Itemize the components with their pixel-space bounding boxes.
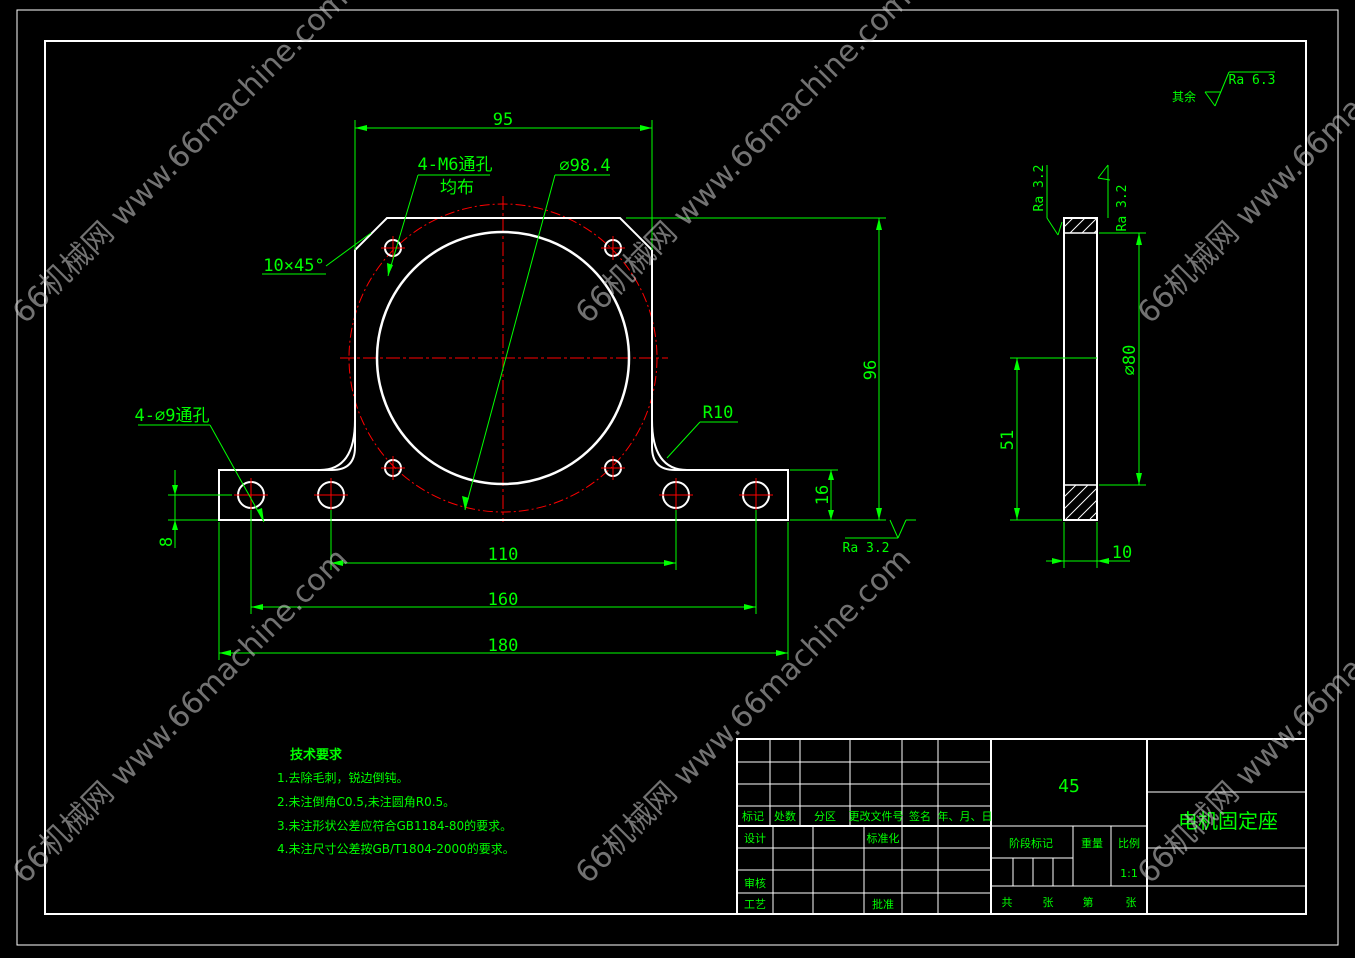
tech-requirement-item: 3.未注形状公差应符合GB1184-80的要求。 xyxy=(277,818,512,833)
watermark-text: 66机械网 www.66machine.com xyxy=(6,0,355,331)
main-bore xyxy=(375,230,631,486)
dim-chamfer: 10×45° xyxy=(263,256,324,276)
tech-requirement-item: 1.去除毛刺，锐边倒钝。 xyxy=(277,770,408,785)
tech-requirement-item: 4.未注尺寸公差按GB/T1804-2000的要求。 xyxy=(277,841,515,856)
side-view: ⌀80 51 10 Ra 3.2 Ra 3.2 其余 Ra 6.3 xyxy=(998,71,1276,568)
right-fillet xyxy=(651,419,688,471)
dim-16: 16 xyxy=(813,485,833,505)
dim-95: 95 xyxy=(493,110,513,130)
title-block-review: 审核 xyxy=(744,876,766,890)
title-block-part-name: 电机固定座 xyxy=(1178,809,1278,833)
roughness-general-prefix: 其余 xyxy=(1172,89,1196,104)
watermark-text: 66机械网 www.66machine.com xyxy=(569,0,918,331)
dim-d9-holes: 4-⌀9通孔 xyxy=(135,406,210,426)
tech-requirements-title: 技术要求 xyxy=(290,747,343,763)
title-block-process: 工艺 xyxy=(744,898,766,911)
dim-51: 51 xyxy=(998,430,1018,450)
watermark-text: 66机械网 www.66machine.com xyxy=(1131,541,1355,890)
m6-holes xyxy=(381,236,625,480)
watermarks: 66机械网 www.66machine.com 66机械网 www.66mach… xyxy=(6,0,1355,891)
title-block-approve: 批准 xyxy=(872,897,894,911)
dim-dia-98-4: ⌀98.4 xyxy=(559,156,610,176)
left-fillet xyxy=(319,419,356,471)
sheet-inner-border xyxy=(44,40,1307,915)
title-block-material: 45 xyxy=(1058,776,1080,797)
title-block-scale-value: 1:1 xyxy=(1120,867,1138,880)
front-view: 95 4-M6通孔 均布 ⌀98.4 10×45° 4-⌀9通孔 R10 96 … xyxy=(135,110,916,660)
title-block-grid xyxy=(736,738,1307,915)
title-block-header-date: 年、月、日 xyxy=(938,809,993,823)
dim-110: 110 xyxy=(488,545,519,565)
dim-m6-holes-line2: 均布 xyxy=(440,178,474,198)
dim-160: 160 xyxy=(488,590,519,610)
dim-r10: R10 xyxy=(703,403,734,423)
side-hatching xyxy=(1063,217,1098,520)
side-dimension-lines xyxy=(1010,71,1275,568)
title-block-header-mark: 标记 xyxy=(742,809,764,823)
title-block-stage-mark: 阶段标记 xyxy=(1009,836,1053,850)
tech-requirements: 技术要求 1.去除毛刺，锐边倒钝。 2.未注倒角C0.5,未注圆角R0.5。 3… xyxy=(277,747,515,856)
roughness-ra32-side-right: Ra 3.2 xyxy=(1115,185,1130,232)
side-outline xyxy=(1063,217,1098,521)
title-block-header-signature: 签名 xyxy=(909,809,931,823)
title-block-weight: 重量 xyxy=(1081,836,1103,850)
d9-holes xyxy=(234,478,773,512)
watermark-text: 66机械网 www.66machine.com xyxy=(1131,0,1355,331)
title-block-header-zone: 分区 xyxy=(814,810,836,823)
title-block-header-count: 处数 xyxy=(774,810,796,823)
roughness-general-value: Ra 6.3 xyxy=(1229,73,1276,88)
sheet-outer-border xyxy=(16,9,1339,946)
title-block-scale: 比例 xyxy=(1118,836,1140,850)
front-dimension-lines xyxy=(138,120,916,660)
dim-10: 10 xyxy=(1112,543,1132,563)
title-block-sheet-no: 第 xyxy=(1083,895,1094,909)
title-block-sheets-unit-1: 张 xyxy=(1043,896,1054,909)
roughness-ra32-side-left: Ra 3.2 xyxy=(1032,165,1047,212)
title-block-header-change-doc: 更改文件号 xyxy=(849,809,904,823)
front-arrowheads xyxy=(172,125,882,656)
title-block-design: 设计 xyxy=(744,832,766,845)
title-block: 45 电机固定座 标记 处数 分区 更改文件号 签名 年、月、日 设计 标准化 … xyxy=(736,738,1307,915)
side-arrowheads xyxy=(1014,233,1142,564)
dim-m6-holes-line1: 4-M6通孔 xyxy=(418,155,493,175)
dim-96: 96 xyxy=(861,360,881,380)
title-block-standardization: 标准化 xyxy=(867,831,900,845)
title-block-sheets-unit-2: 张 xyxy=(1126,896,1137,909)
tech-requirement-item: 2.未注倒角C0.5,未注圆角R0.5。 xyxy=(277,794,455,809)
roughness-ra32-bottom: Ra 3.2 xyxy=(843,541,890,556)
dim-dia-80: ⌀80 xyxy=(1120,345,1140,376)
title-block-sheets-total: 共 xyxy=(1002,896,1013,909)
dim-180: 180 xyxy=(488,636,519,656)
dim-8: 8 xyxy=(157,537,177,547)
watermark-text: 66机械网 www.66machine.com xyxy=(6,541,355,890)
